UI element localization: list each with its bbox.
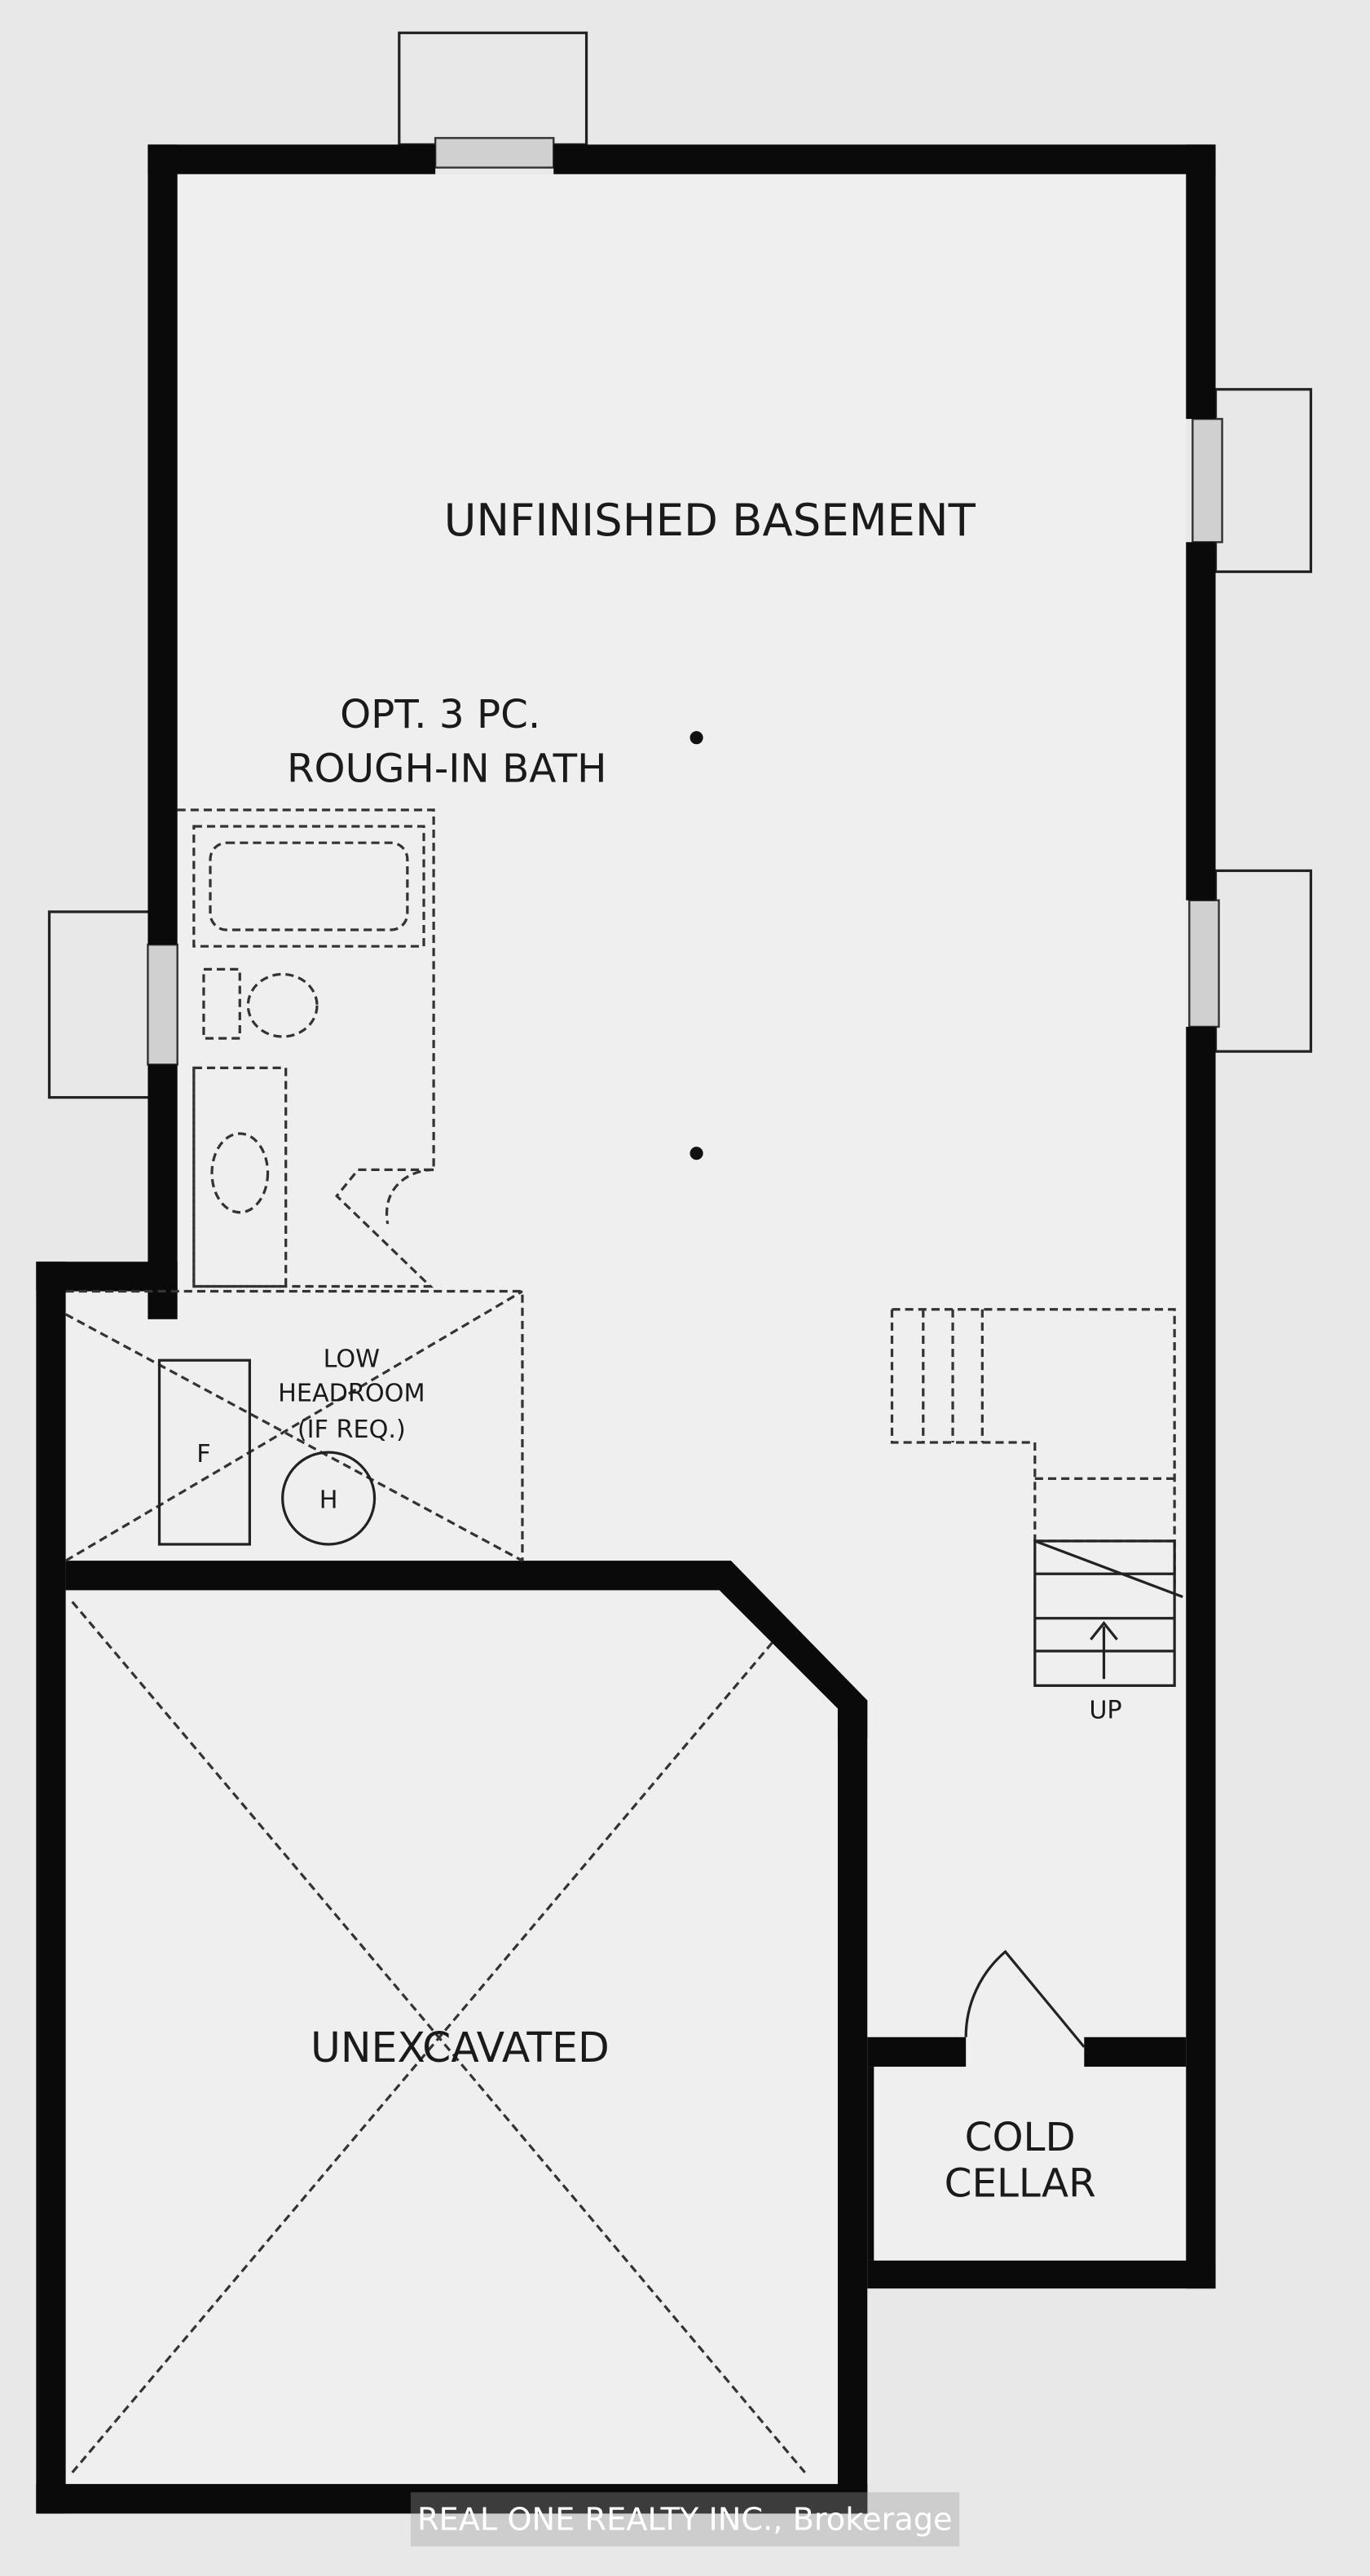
unexcavated-area — [71, 1601, 806, 2474]
room-label-low-headroom-1: LOW — [324, 1345, 380, 1373]
hot-water-label: H — [319, 1486, 338, 1515]
room-label-low-headroom-2: HEADROOM — [278, 1380, 425, 1408]
stairs-up-label: UP — [1089, 1697, 1121, 1725]
room-label-unfinished-basement: UNFINISHED BASEMENT — [444, 494, 976, 546]
room-label-cold-cellar-1: COLD — [965, 2115, 1076, 2160]
furnace-label: F — [196, 1440, 210, 1469]
room-label-rough-in-bath-2: ROUGH-IN BATH — [287, 746, 607, 792]
room-label-unexcavated: UNEXCAVATED — [311, 2023, 610, 2072]
walls — [36, 144, 1216, 2514]
stairs — [890, 1308, 1183, 1687]
window-left — [47, 910, 178, 1099]
window-top — [398, 31, 588, 169]
rough-in-bath-fixtures — [177, 808, 435, 1288]
column-post — [689, 1147, 703, 1160]
column-post — [689, 731, 703, 745]
room-label-cold-cellar-2: CELLAR — [945, 2160, 1096, 2206]
brokerage-watermark: REAL ONE REALTY INC., Brokerage — [417, 2502, 953, 2539]
low-headroom-area — [64, 1289, 524, 1562]
room-label-rough-in-bath-1: OPT. 3 PC. — [340, 692, 540, 738]
window-right-upper — [1192, 388, 1313, 574]
cold-cellar-door — [964, 1949, 1086, 2048]
room-label-low-headroom-3: (IF REQ.) — [297, 1416, 406, 1444]
